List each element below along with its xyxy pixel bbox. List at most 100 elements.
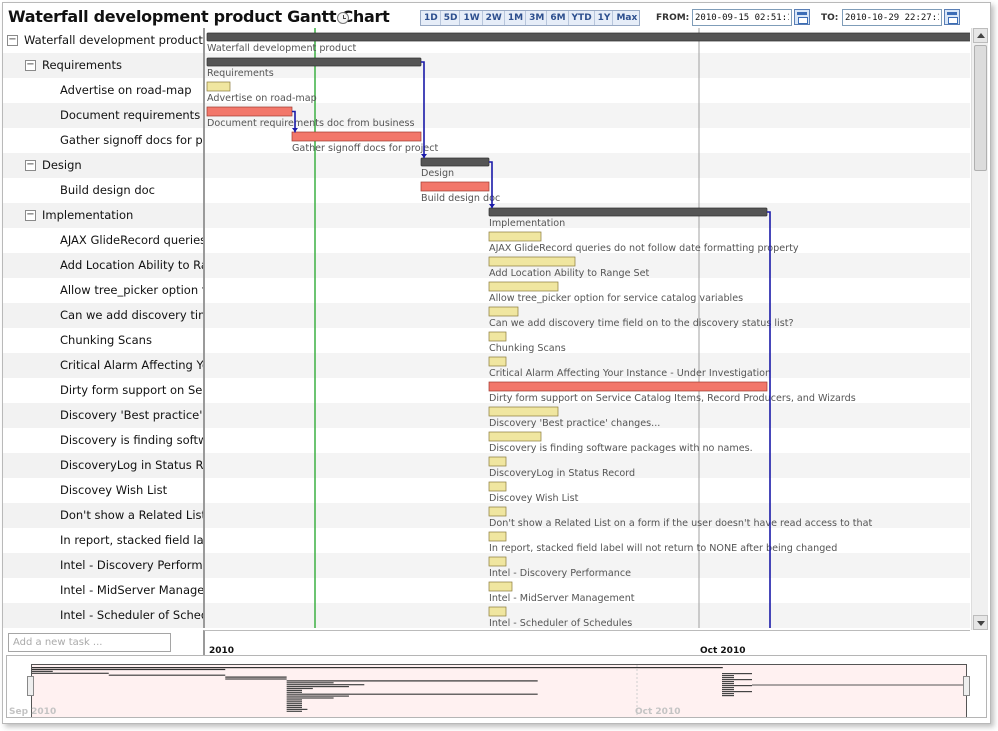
- row-stripe: [205, 603, 970, 628]
- zoom-button-3m[interactable]: 3M: [526, 11, 548, 25]
- overview-bar: [722, 687, 734, 689]
- task-name: Allow tree_picker option for service cat…: [60, 283, 203, 297]
- gantt-bar: [488, 506, 507, 517]
- from-calendar-icon[interactable]: [794, 9, 810, 25]
- zoom-button-1w[interactable]: 1W: [460, 11, 483, 25]
- task-row[interactable]: Discovery is finding software packages w…: [3, 428, 203, 453]
- gantt-bar-label: Implementation: [489, 218, 565, 229]
- collapse-toggle-icon[interactable]: −: [25, 59, 36, 71]
- overview-label-sep-2010: Sep 2010: [9, 707, 57, 717]
- overview-bar: [32, 672, 109, 674]
- zoom-button-5d[interactable]: 5D: [441, 11, 461, 25]
- gantt-bar-label: Requirements: [207, 68, 274, 79]
- overview-bar: [286, 710, 302, 712]
- gantt-bar: [206, 57, 422, 67]
- task-row[interactable]: Build design doc: [3, 178, 203, 203]
- task-name: Dirty form support on Service Catalog It…: [60, 383, 203, 397]
- gantt-bar: [488, 381, 768, 392]
- clock-icon[interactable]: [337, 12, 349, 24]
- overview-bar: [722, 673, 752, 675]
- scroll-up-arrow-icon[interactable]: [973, 28, 988, 43]
- gantt-bar-label: Discovery is finding software packages w…: [489, 443, 753, 454]
- overview-bar: [722, 677, 734, 679]
- gantt-bar-label: Document requirements doc from business: [207, 118, 414, 129]
- task-row[interactable]: Advertise on road-map: [3, 78, 203, 103]
- collapse-toggle-icon[interactable]: −: [25, 209, 36, 221]
- overview-bar: [286, 697, 334, 699]
- overview-bar: [32, 670, 53, 672]
- gantt-bar: [488, 581, 513, 592]
- collapse-toggle-icon[interactable]: −: [7, 34, 18, 46]
- task-row[interactable]: Intel - Scheduler of Schedules: [3, 603, 203, 628]
- gantt-bar-label: Allow tree_picker option for service cat…: [489, 293, 743, 304]
- gantt-bar-label: Chunking Scans: [489, 343, 566, 354]
- task-row[interactable]: Intel - Discovery Performance: [3, 553, 203, 578]
- scroll-down-arrow-icon[interactable]: [973, 615, 988, 630]
- gantt-bar-label: Critical Alarm Affecting Your Instance -…: [489, 368, 771, 379]
- gantt-bar-label: Can we add discovery time field on to th…: [489, 318, 794, 329]
- task-name: AJAX GlideRecord queries do not follow d…: [60, 233, 203, 247]
- gantt-bar: [206, 106, 293, 117]
- task-name: Intel - Scheduler of Schedules: [60, 608, 203, 622]
- zoom-button-2w[interactable]: 2W: [483, 11, 505, 25]
- task-row[interactable]: −Design: [3, 153, 203, 178]
- overview-bar: [286, 684, 365, 686]
- gantt-bar: [291, 131, 422, 142]
- gantt-bar-label: Waterfall development product: [207, 43, 356, 54]
- row-stripe: [205, 553, 970, 578]
- task-row[interactable]: Chunking Scans: [3, 328, 203, 353]
- overview-range-window[interactable]: [31, 664, 967, 717]
- task-row[interactable]: Dirty form support on Service Catalog It…: [3, 378, 203, 403]
- overview-right-handle[interactable]: [963, 676, 970, 696]
- from-date-input[interactable]: [692, 9, 792, 26]
- task-name: Implementation: [42, 208, 134, 222]
- row-stripe: [205, 153, 970, 178]
- gantt-bar: [488, 481, 507, 492]
- task-row[interactable]: Critical Alarm Affecting Your Instance -…: [3, 353, 203, 378]
- gantt-bar: [488, 431, 542, 442]
- task-row[interactable]: −Waterfall development product: [3, 28, 203, 53]
- task-row[interactable]: Discovey Wish List: [3, 478, 203, 503]
- overview-left-handle[interactable]: [27, 676, 34, 696]
- task-name: Chunking Scans: [60, 333, 152, 347]
- gantt-bar: [488, 356, 507, 367]
- task-row[interactable]: Can we add discovery time field on to th…: [3, 303, 203, 328]
- zoom-button-1m[interactable]: 1M: [505, 11, 527, 25]
- zoom-button-1y[interactable]: 1Y: [595, 11, 614, 25]
- task-row[interactable]: −Requirements: [3, 53, 203, 78]
- scroll-thumb[interactable]: [974, 45, 987, 171]
- task-row[interactable]: In report, stacked field label will not …: [3, 528, 203, 553]
- gantt-bar: [488, 556, 507, 567]
- overview-bar: [225, 676, 287, 678]
- collapse-toggle-icon[interactable]: −: [25, 159, 36, 171]
- overview-bar: [286, 706, 302, 709]
- task-row[interactable]: −Implementation: [3, 203, 203, 228]
- overview-bar: [722, 689, 734, 691]
- zoom-button-max[interactable]: Max: [616, 13, 638, 23]
- task-row[interactable]: Allow tree_picker option for service cat…: [3, 278, 203, 303]
- zoom-button-6m[interactable]: 6M: [547, 11, 569, 25]
- task-row[interactable]: Don't show a Related List on a form if t…: [3, 503, 203, 528]
- to-date-input[interactable]: [842, 9, 942, 26]
- gantt-bar: [206, 32, 970, 42]
- dependency-arrow: [292, 128, 298, 132]
- to-label: TO:: [821, 13, 839, 23]
- zoom-button-ytd[interactable]: YTD: [569, 11, 595, 25]
- task-row[interactable]: AJAX GlideRecord queries do not follow d…: [3, 228, 203, 253]
- task-row[interactable]: Discovery 'Best practice' changes...: [3, 403, 203, 428]
- gantt-bar: [206, 81, 231, 92]
- overview-bar: [722, 675, 734, 677]
- task-row[interactable]: Intel - MidServer Management: [3, 578, 203, 603]
- task-name: Add Location Ability to Range Set: [60, 258, 203, 272]
- gantt-bar: [488, 531, 507, 542]
- vertical-scrollbar[interactable]: [971, 28, 988, 630]
- task-row[interactable]: DiscoveryLog in Status Record: [3, 453, 203, 478]
- gantt-bar-label: Discovery 'Best practice' changes...: [489, 418, 660, 429]
- task-row[interactable]: Gather signoff docs for project: [3, 128, 203, 153]
- zoom-button-1d[interactable]: 1D: [421, 11, 441, 25]
- task-row[interactable]: Document requirements doc from business: [3, 103, 203, 128]
- overview-label-oct-2010: Oct 2010: [635, 707, 681, 717]
- add-task-input[interactable]: [8, 633, 171, 652]
- to-calendar-icon[interactable]: [944, 9, 960, 25]
- task-row[interactable]: Add Location Ability to Range Set: [3, 253, 203, 278]
